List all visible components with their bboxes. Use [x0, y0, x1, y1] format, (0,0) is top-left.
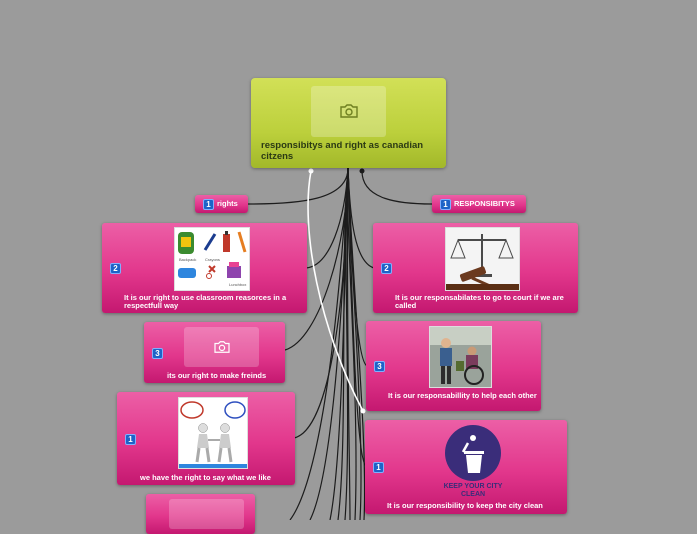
priority-badge: 1 [203, 199, 214, 210]
image-placeholder [311, 86, 386, 137]
scales-gavel-photo [446, 228, 519, 290]
camera-icon [214, 341, 230, 353]
topic-text: It is our right to use classroom reasorc… [124, 293, 287, 310]
branch-label: RESPONSIBITYS [454, 199, 515, 208]
camera-icon [340, 104, 358, 118]
topic-say-what-we-like[interactable]: 1 we have the right to say what we like [117, 392, 295, 485]
speech-bubbles-illustration [179, 401, 247, 468]
priority-badge: 1 [373, 462, 384, 473]
priority-badge: 1 [440, 199, 451, 210]
image-placeholder [169, 499, 244, 529]
topic-make-friends[interactable]: 3 its our right to make freinds [144, 322, 285, 383]
topic-help-each-other[interactable]: 3 It is our responsabillity to help each… [366, 321, 541, 411]
wheelchair-help-photo [430, 327, 491, 387]
topic-text: we have the right to say what we like [140, 473, 271, 482]
connection-lines [247, 167, 433, 520]
topic-go-to-court[interactable]: 2 It is our responsabilates to go to cou… [373, 223, 578, 313]
root-topic[interactable]: responsibitys and right as canadian citz… [251, 78, 446, 168]
image-placeholder [184, 327, 259, 367]
topic-text: It is our responsabilates to go to court… [395, 293, 564, 310]
topic-classroom-resources[interactable]: 2 Backpack Crayons Lunchbox It is our ri… [102, 223, 307, 313]
priority-badge: 2 [381, 263, 392, 274]
wheelchair-help-image [429, 326, 492, 388]
priority-badge: 2 [110, 263, 121, 274]
priority-badge: 1 [125, 434, 136, 445]
topic-text: It is our responsabillity to help each o… [388, 391, 537, 400]
svg-text:Backpack: Backpack [179, 257, 196, 262]
branch-label: rights [217, 199, 238, 208]
priority-badge: 3 [152, 348, 163, 359]
branch-rights[interactable]: 1 rights [195, 195, 248, 213]
root-title: responsibitys and right as canadian citz… [261, 140, 424, 162]
school-supplies-illustration: Backpack Crayons Lunchbox [178, 231, 247, 287]
speech-bubbles-image [178, 397, 248, 469]
scales-gavel-image [445, 227, 520, 291]
topic-text: its our right to make freinds [167, 371, 267, 380]
topic-text: It is our responsibility to keep the cit… [387, 501, 543, 510]
branch-responsibilitys[interactable]: 1 RESPONSIBITYS [432, 195, 526, 213]
school-supplies-image: Backpack Crayons Lunchbox [174, 227, 250, 291]
priority-badge: 3 [374, 361, 385, 372]
trash-bin-icon [445, 425, 501, 481]
svg-text:Lunchbox: Lunchbox [229, 282, 246, 287]
topic-keep-city-clean[interactable]: 1 KEEP YOUR CITY CLEAN It is our respons… [365, 420, 567, 514]
topic-partial[interactable] [146, 494, 255, 534]
keep-city-clean-sign: KEEP YOUR CITY CLEAN [443, 483, 503, 498]
svg-text:Crayons: Crayons [205, 257, 220, 262]
